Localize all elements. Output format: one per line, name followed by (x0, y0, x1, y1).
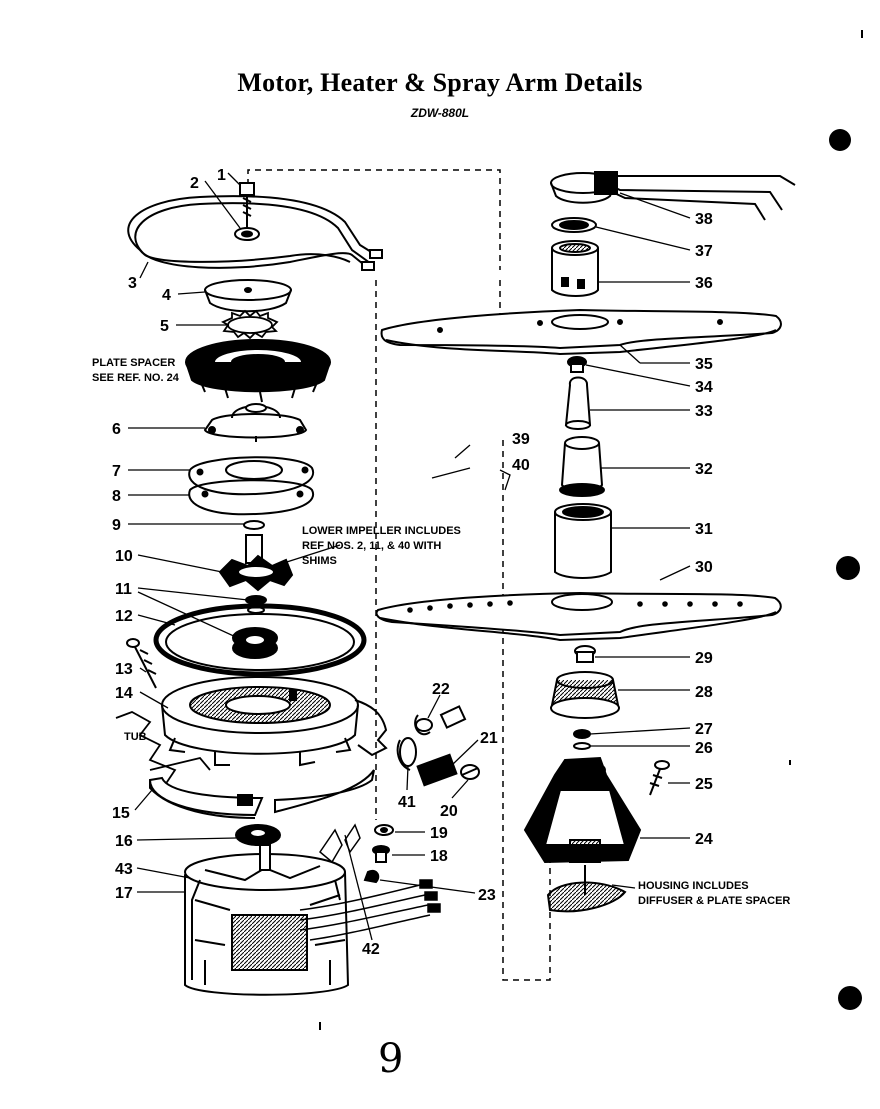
leader-lines (128, 172, 691, 941)
callout-36: 36 (695, 275, 713, 292)
callout-7: 7 (112, 463, 121, 480)
callout-16: 16 (115, 833, 133, 850)
part-washer-5 (221, 309, 279, 340)
part-screw-13 (126, 638, 157, 689)
part-clip-23 (363, 869, 380, 884)
callout-42: 42 (362, 941, 380, 958)
callout-12: 12 (115, 608, 133, 625)
part-screw-25 (649, 760, 670, 796)
callout-3: 3 (128, 275, 137, 292)
callout-13: 13 (115, 661, 133, 678)
part-gasket-7 (188, 456, 315, 496)
part-sump-14 (161, 676, 388, 767)
model-number: ZDW-880L (410, 106, 470, 120)
note-housing-line1: HOUSING INCLUDES (638, 880, 749, 892)
part-fitting-18-19 (372, 824, 394, 863)
callout-26: 26 (695, 740, 713, 757)
callout-41: 41 (398, 794, 416, 811)
part-nut-34 (567, 356, 587, 373)
callout-4: 4 (162, 287, 171, 304)
note-tub: TUB (124, 731, 147, 743)
callout-43: 43 (115, 861, 133, 878)
callout-1: 1 (217, 167, 226, 184)
part-washer-9 (243, 520, 265, 530)
part-gasket-8 (188, 479, 315, 516)
part-heater-element-3 (127, 195, 383, 271)
callout-19: 19 (430, 825, 448, 842)
callout-37: 37 (695, 243, 713, 260)
callout-labels: 1 2 3 4 5 6 7 8 9 10 11 12 13 14 15 16 4… (112, 167, 713, 958)
part-washer-26 (573, 742, 591, 750)
callout-20: 20 (440, 803, 458, 820)
callout-23: 23 (478, 887, 496, 904)
callout-33: 33 (695, 403, 713, 420)
callout-27: 27 (695, 721, 713, 738)
callout-21: 21 (480, 730, 498, 747)
part-disc-4 (204, 279, 292, 313)
part-nut-36 (551, 240, 599, 297)
callout-29: 29 (695, 650, 713, 667)
part-stem-33 (564, 376, 592, 430)
part-pump-cover-6 (203, 403, 308, 442)
callout-11: 11 (115, 581, 132, 598)
callout-39: 39 (512, 431, 530, 448)
note-lower-impeller-line2: REF NOS. 2, 11, & 40 WITH (302, 540, 441, 552)
part-tube-31 (554, 503, 612, 579)
part-upper-spray-arm-35 (380, 308, 782, 356)
callout-30: 30 (695, 559, 713, 576)
note-plate-spacer-line1: PLATE SPACER (92, 357, 175, 369)
part-cap-29 (574, 645, 596, 663)
note-lower-impeller-line3: SHIMS (302, 555, 337, 567)
part-plate-spacer (185, 339, 331, 403)
note-housing-line2: DIFFUSER & PLATE SPACER (638, 895, 790, 907)
part-spray-tube-38 (550, 171, 796, 221)
callout-8: 8 (112, 488, 121, 505)
callout-18: 18 (430, 848, 448, 865)
part-wiring-42 (299, 823, 441, 941)
callout-15: 15 (112, 805, 130, 822)
callout-22: 22 (432, 681, 450, 698)
part-filter-28 (550, 671, 620, 719)
part-motor-17 (184, 844, 350, 996)
callout-2: 2 (190, 175, 199, 192)
callout-9: 9 (112, 517, 121, 534)
callout-28: 28 (695, 684, 713, 701)
binder-holes (829, 129, 862, 1010)
part-lower-impeller-10 (218, 534, 294, 592)
tub-outline (115, 711, 211, 786)
part-housing-24 (523, 756, 642, 913)
callout-6: 6 (112, 421, 121, 438)
part-nut-27 (573, 729, 591, 739)
diagram-notes: PLATE SPACER SEE REF. NO. 24 LOWER IMPEL… (92, 357, 790, 907)
callout-10: 10 (115, 548, 133, 565)
stray-marks (319, 30, 863, 1030)
part-ring-37 (551, 217, 597, 233)
callout-31: 31 (695, 521, 713, 538)
page-mark: 9 (378, 1036, 403, 1082)
part-lower-spray-arm-30 (375, 591, 782, 642)
callout-17: 17 (115, 885, 133, 902)
callout-5: 5 (160, 318, 169, 335)
part-gasket-15 (148, 769, 375, 819)
callout-32: 32 (695, 461, 713, 478)
callout-25: 25 (695, 776, 713, 793)
part-bolt-1 (234, 182, 260, 241)
callout-34: 34 (695, 379, 713, 396)
page-title: Motor, Heater & Spray Arm Details (237, 68, 643, 97)
callout-24: 24 (695, 831, 713, 848)
callout-40: 40 (512, 457, 530, 474)
callout-35: 35 (695, 356, 713, 373)
part-seal-16 (235, 824, 281, 846)
part-tube-32 (559, 436, 605, 497)
note-lower-impeller-line1: LOWER IMPELLER INCLUDES (302, 525, 461, 537)
callout-38: 38 (695, 211, 713, 228)
part-hose-clamps (396, 705, 480, 787)
note-plate-spacer-line2: SEE REF. NO. 24 (92, 372, 180, 384)
alignment-lines (247, 169, 551, 981)
callout-14: 14 (115, 685, 133, 702)
part-pump-base-12 (153, 603, 367, 677)
